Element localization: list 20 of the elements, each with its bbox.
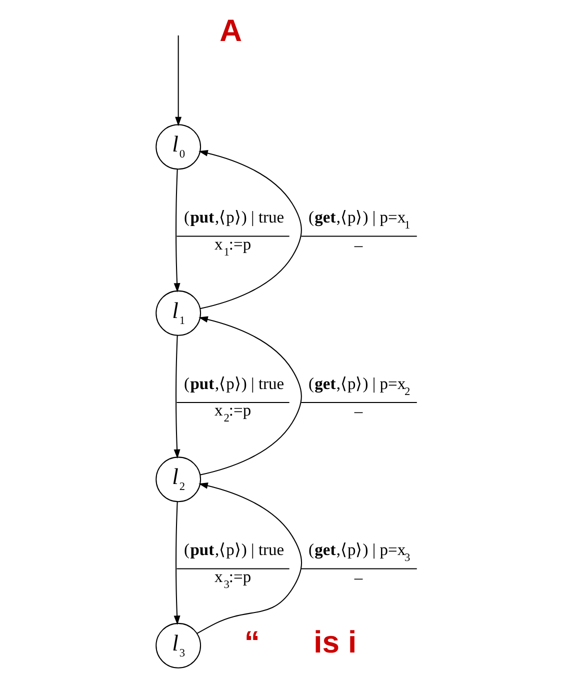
edge-label: (put,⟨p⟩) | true x$_{3}$:=p <box>184 540 284 590</box>
node-circle: l$_{2}$ <box>156 456 202 502</box>
edge-label: (put,⟨p⟩) | true x$_{2}$:=p <box>184 373 284 424</box>
arrow <box>175 34 182 126</box>
edge-label: (get,⟨p⟩) | p=x$_{1}$ – <box>308 207 410 254</box>
label: “ <box>244 624 260 659</box>
arrow <box>198 149 417 309</box>
arrow <box>174 334 290 458</box>
label: A <box>220 12 242 48</box>
arrow <box>174 501 290 624</box>
arrow <box>198 316 417 475</box>
edge-label: (get,⟨p⟩) | p=x$_{3}$ – <box>308 540 410 586</box>
arrow <box>196 482 417 634</box>
node-circle: l$_{3}$ <box>156 622 202 668</box>
label: is i <box>314 624 357 659</box>
node-circle: l$_{1}$ <box>156 290 202 336</box>
arrow <box>174 168 290 292</box>
edge-label: (put,⟨p⟩) | true x$_{1}$:=p <box>184 207 284 258</box>
node-circle: l$_{0}$ <box>156 124 202 170</box>
edge-label: (get,⟨p⟩) | p=x$_{2}$ – <box>308 373 410 420</box>
